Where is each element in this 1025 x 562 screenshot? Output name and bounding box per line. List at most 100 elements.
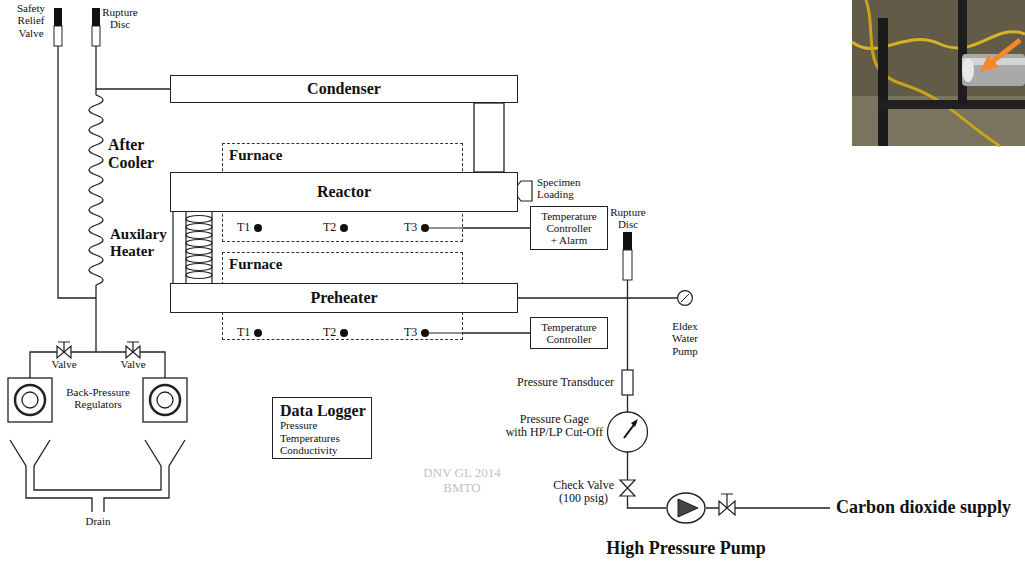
node-title: Data Logger <box>280 402 366 420</box>
sensor-label: T3 <box>404 326 417 339</box>
text-line: Furnace <box>229 147 282 164</box>
photo-inset-part <box>980 55 999 72</box>
text-line: Check Valve <box>553 479 614 492</box>
pressure-gage-part <box>608 412 648 452</box>
text-line: Rupture <box>102 6 137 18</box>
text-line: Controller <box>541 333 596 345</box>
text-line: After <box>108 136 154 154</box>
sensor-label: T2 <box>323 221 336 234</box>
node-title: Furnace <box>229 147 282 164</box>
node-title: Condenser <box>307 80 381 98</box>
back-pressure-regulator-part <box>143 378 187 422</box>
text-line: Condenser <box>307 80 381 98</box>
text-line: Preheater <box>310 289 377 307</box>
rupture-disc <box>623 232 632 280</box>
text-line: Temperatures <box>280 432 340 444</box>
safety-relief-valve <box>54 8 62 46</box>
text-line: Valve <box>120 358 145 370</box>
check-valve <box>620 480 635 496</box>
component-label: Specimen Loading <box>537 176 580 201</box>
photo-inset-part <box>878 100 1025 109</box>
back-pressure-regulator <box>8 378 187 422</box>
auxiliary-heater-part <box>186 248 212 255</box>
text-line: Pump <box>672 345 698 357</box>
text-line: Drain <box>85 515 110 527</box>
node-title: Temperature Controller <box>541 321 596 346</box>
sensor-label: T2 <box>323 326 336 339</box>
drain-pipe-part <box>10 440 92 512</box>
node-body: Pressure Temperatures Conductivity <box>280 419 340 456</box>
pump-mark <box>678 499 698 517</box>
text-line: Data Logger <box>280 402 366 420</box>
text-line: Valve <box>17 27 45 39</box>
controller-box: Temperature Controller <box>530 317 608 350</box>
drain-pipe-part <box>104 440 185 512</box>
text-line: T1 <box>237 326 250 339</box>
thermocouple-dot-part <box>340 224 348 232</box>
after-cooler-coil-part <box>89 95 103 285</box>
sensor-label: T3 <box>404 221 417 234</box>
back-pressure-regulator-part <box>157 392 173 408</box>
text-line: Eldex <box>672 320 698 332</box>
back-pressure-regulator-part <box>22 392 38 408</box>
pressure-transducer <box>622 370 633 395</box>
component-label: Drain <box>85 515 110 527</box>
text-line: T3 <box>404 326 417 339</box>
auxiliary-heater <box>173 212 212 283</box>
rupture-disc <box>92 8 100 46</box>
node-title: High Pressure Pump <box>606 538 765 558</box>
photo-inset-part <box>852 0 1025 146</box>
photo-inset-part <box>962 58 974 82</box>
photo-inset-part <box>852 96 1025 146</box>
pressure-gage-part <box>631 419 638 427</box>
sensor-label: T1 <box>237 221 250 234</box>
text-line: with HP/LP Cut-Off <box>506 426 603 439</box>
text-line: Conductivity <box>280 444 340 456</box>
signal-wire <box>429 228 463 333</box>
text-line: Carbon dioxide supply <box>836 497 1011 517</box>
valve-symbol-part <box>58 342 70 352</box>
thermocouple-dot-part <box>421 224 429 232</box>
component-label: Safety Relief Valve <box>17 2 45 39</box>
text-line: Safety <box>17 2 45 14</box>
text-line: Pressure Gage <box>506 413 603 426</box>
thermocouple-dot-part <box>254 329 262 337</box>
pipe-part <box>95 46 96 95</box>
pump-circle <box>667 493 705 523</box>
pump-symbol: High Pressure Pump <box>666 492 706 524</box>
pump-outline <box>677 290 693 306</box>
back-pressure-regulator-part <box>15 385 45 415</box>
text-line: Loading <box>537 188 580 200</box>
node-title: Preheater <box>310 289 377 307</box>
vessel-box: Reactor <box>170 172 518 212</box>
text-line: Pressure <box>280 419 340 431</box>
node-title: Reactor <box>317 183 371 201</box>
drain-pipe-part <box>34 440 161 490</box>
thermocouple-dot-part <box>340 329 348 337</box>
rupture-disc-part <box>92 8 100 26</box>
signal-connector <box>518 297 677 298</box>
text-line: Temperature <box>541 210 596 222</box>
text-line: T3 <box>404 221 417 234</box>
photo-inset <box>852 0 1025 146</box>
text-line: Reactor <box>317 183 371 201</box>
text-line: DNV GL 2014 <box>423 466 500 481</box>
valve-symbol <box>719 494 735 515</box>
pipe-part <box>96 88 170 89</box>
valve-label: Valve <box>120 358 145 370</box>
text-line: Controller <box>541 222 596 234</box>
pressure-transducer-part <box>622 370 633 395</box>
pipe-part <box>30 352 165 378</box>
signal-wire-part <box>429 228 463 333</box>
logger-box: Data LoggerPressure Temperatures Conduct… <box>272 397 372 460</box>
pump-circle <box>678 291 693 306</box>
controller-box: Temperature Controller + Alarm <box>530 206 608 251</box>
after-cooler-coil <box>89 95 103 285</box>
pump-outline <box>666 492 706 524</box>
text-line: + Alarm <box>541 234 596 246</box>
text-line: Back-Pressure <box>66 386 130 398</box>
pressure-gage <box>608 412 648 452</box>
vessel-box: Preheater <box>170 283 518 313</box>
pipe <box>628 280 831 508</box>
component-label: Pressure Transducer <box>517 376 614 389</box>
